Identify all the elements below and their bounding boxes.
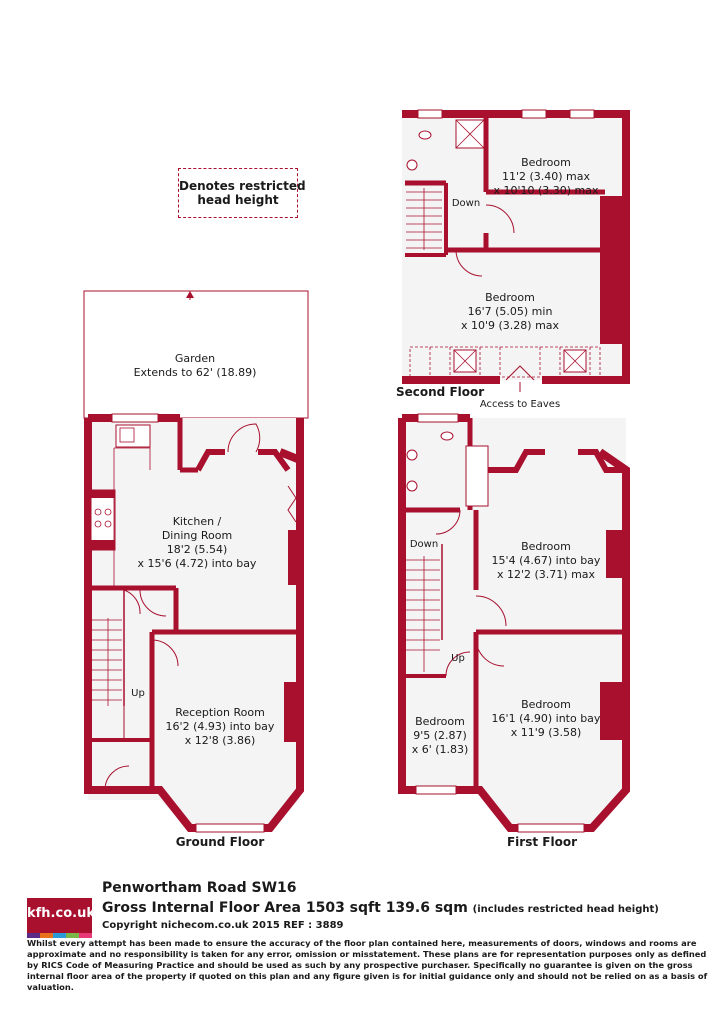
room-dimension: x 15'6 (4.72) into bay <box>137 557 257 570</box>
room-name: Bedroom <box>521 156 571 169</box>
reception-room-label: Reception Room 16'2 (4.93) into bay x 12… <box>158 706 282 748</box>
restricted-head-height-legend: Denotes restricted head height <box>178 168 306 218</box>
room-name: Bedroom <box>415 715 465 728</box>
second-floor-plan <box>402 109 630 392</box>
area-figure: Gross Internal Floor Area 1503 sqft 139.… <box>102 900 468 916</box>
first-floor-bedroom-rear-label: Bedroom 16'1 (4.90) into bay x 11'9 (3.5… <box>484 698 608 740</box>
room-dimension: 15'4 (4.67) into bay <box>491 554 601 567</box>
kfh-logo: kfh.co.uk <box>27 898 95 938</box>
logo-color-bar <box>27 933 92 938</box>
legend-line-2: head height <box>197 193 279 207</box>
logo-color-swatch <box>27 933 40 938</box>
room-dimension: x 6' (1.83) <box>411 743 469 756</box>
gross-internal-area: Gross Internal Floor Area 1503 sqft 139.… <box>102 900 659 916</box>
second-floor-bedroom-a-label: Bedroom 11'2 (3.40) max x 10'10 (3.30) m… <box>490 156 602 198</box>
logo-text: kfh.co.uk <box>27 906 95 921</box>
room-dimension: x 10'9 (3.28) max <box>460 319 560 332</box>
first-floor-bedroom-front-label: Bedroom 15'4 (4.67) into bay x 12'2 (3.7… <box>484 540 608 582</box>
second-floor-bedroom-b-label: Bedroom 16'7 (5.05) min x 10'9 (3.28) ma… <box>450 291 570 333</box>
room-dimension: 16'7 (5.05) min <box>467 305 553 318</box>
footer: kfh.co.uk Penwortham Road SW16 Gross Int… <box>0 870 715 1033</box>
room-dimension: 11'2 (3.40) max <box>501 170 591 183</box>
logo-color-swatch <box>40 933 53 938</box>
first-floor-plan <box>398 413 630 833</box>
ground-floor-up-label: Up <box>131 688 145 699</box>
room-name: Dining Room <box>161 529 233 542</box>
ground-floor-title: Ground Floor <box>175 835 265 849</box>
room-dimension: Extends to 62' (18.89) <box>133 366 257 379</box>
room-dimension: x 12'8 (3.86) <box>184 734 256 747</box>
disclaimer-text: Whilst every attempt has been made to en… <box>27 938 708 992</box>
property-address: Penwortham Road SW16 <box>102 880 297 896</box>
room-name: Reception Room <box>175 706 265 719</box>
access-to-eaves-label: Access to Eaves <box>479 399 561 410</box>
first-floor-down-label: Down <box>409 539 439 550</box>
room-dimension: x 10'10 (3.30) max <box>493 184 599 197</box>
first-floor-up-label: Up <box>451 653 465 664</box>
room-name: Bedroom <box>521 540 571 553</box>
room-dimension: 9'5 (2.87) <box>413 729 467 742</box>
room-dimension: 16'2 (4.93) into bay <box>165 720 275 733</box>
garden-label: Garden Extends to 62' (18.89) <box>120 352 270 380</box>
room-name: Bedroom <box>485 291 535 304</box>
room-name: Bedroom <box>521 698 571 711</box>
kitchen-dining-label: Kitchen / Dining Room 18'2 (5.54) x 15'6… <box>122 515 272 571</box>
legend-text: Denotes restricted head height <box>179 179 306 207</box>
logo-color-swatch <box>53 933 66 938</box>
room-dimension: 18'2 (5.54) <box>166 543 228 556</box>
second-floor-down-label: Down <box>451 198 481 209</box>
ground-floor-plan <box>83 290 309 833</box>
logo-color-swatch <box>66 933 79 938</box>
room-name: Garden <box>174 352 216 365</box>
room-dimension: 16'1 (4.90) into bay <box>491 712 601 725</box>
legend-line-1: Denotes restricted <box>179 179 306 193</box>
first-floor-bedroom-small-label: Bedroom 9'5 (2.87) x 6' (1.83) <box>406 715 474 757</box>
first-floor-title: First Floor <box>506 835 577 849</box>
room-dimension: x 12'2 (3.71) max <box>496 568 596 581</box>
area-note: (includes restricted head height) <box>472 904 659 915</box>
room-name: Kitchen / <box>172 515 222 528</box>
logo-color-swatch <box>79 933 92 938</box>
room-dimension: x 11'9 (3.58) <box>510 726 582 739</box>
copyright-text: Copyright nichecom.co.uk 2015 REF : 3889 <box>102 920 344 931</box>
second-floor-title: Second Floor <box>396 385 485 399</box>
